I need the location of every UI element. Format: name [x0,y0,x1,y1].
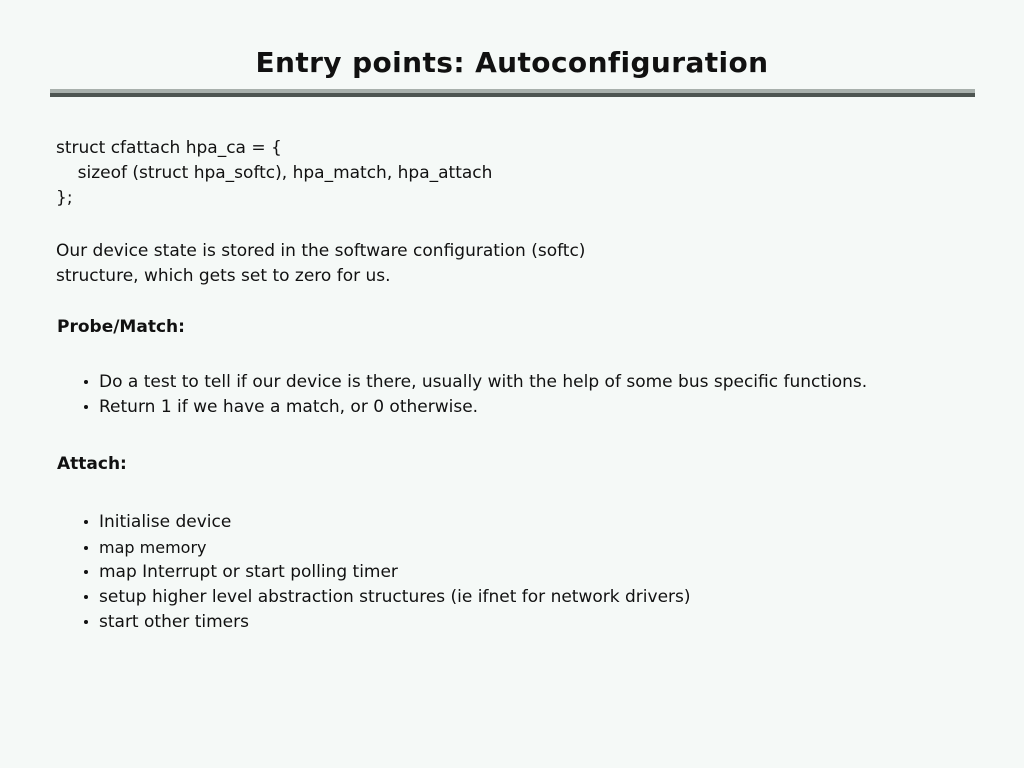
list-item-label: Do a test to tell if our device is there… [99,372,868,392]
paragraph-line-2: structure, which gets set to zero for us… [56,266,391,286]
paragraph-line-1: Our device state is stored in the softwa… [56,241,586,261]
section-heading-probe-match: Probe/Match: [57,317,185,337]
bullet-dot-icon [84,405,88,409]
page-title: Entry points: Autoconfiguration [255,46,769,79]
divider-shadow [50,93,975,97]
title-divider [50,89,975,97]
divider-highlight [50,89,975,93]
code-snippet: struct cfattach hpa_ca = { sizeof (struc… [56,138,493,208]
list-item-label: Initialise device [99,512,232,532]
list-item: setup higher level abstraction structure… [83,585,691,610]
bullet-dot-icon [84,380,88,384]
list-item-label: start other timers [99,612,249,632]
list-item: Do a test to tell if our device is there… [83,370,867,395]
list-item: map memory [83,535,691,560]
list-item: map Interrupt or start polling timer [83,560,691,585]
bullet-dot-icon [84,520,88,524]
list-item: Return 1 if we have a match, or 0 otherw… [83,395,867,420]
section-heading-attach: Attach: [57,454,127,474]
list-item-label: setup higher level abstraction structure… [99,587,691,607]
list-item-label: Return 1 if we have a match, or 0 otherw… [99,397,479,417]
list-item: Initialise device [83,510,691,535]
description-paragraph: Our device state is stored in the softwa… [56,239,585,289]
title-block: Entry points: Autoconfiguration [0,46,1024,79]
list-item-label: map Interrupt or start polling timer [99,562,398,582]
attach-bullet-list: Initialise device map memory map Interru… [83,510,691,635]
probe-match-bullet-list: Do a test to tell if our device is there… [83,370,867,420]
bullet-dot-icon [84,595,88,599]
list-item-label: map memory [99,538,207,557]
list-item: start other timers [83,610,691,635]
bullet-dot-icon [84,570,88,574]
bullet-dot-icon [84,546,88,550]
bullet-dot-icon [84,620,88,624]
